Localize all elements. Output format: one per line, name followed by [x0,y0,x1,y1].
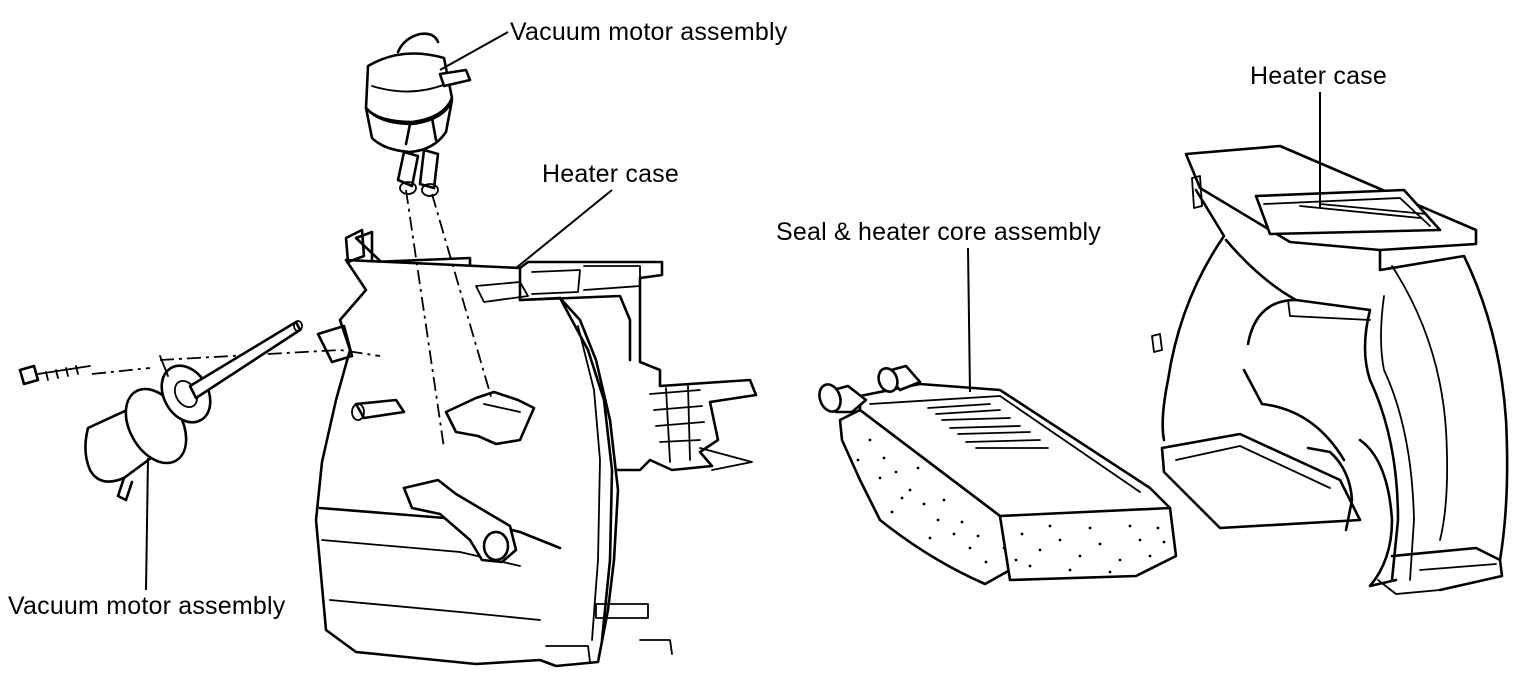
label-heater-case-left: Heater case [542,160,679,188]
leader-heater-case-left [515,189,613,269]
label-vacuum-motor-left: Vacuum motor assembly [8,592,286,620]
label-vacuum-motor-top: Vacuum motor assembly [510,18,788,46]
seal-heater-core-assembly [818,364,1178,586]
seal-stipple [856,438,1166,574]
leader-vacuum-motor-left [145,457,149,591]
label-seal-heater-core: Seal & heater core assembly [776,218,1101,246]
label-heater-case-right: Heater case [1250,62,1387,90]
vacuum-motor-left [18,320,303,502]
leader-lines [145,31,1321,591]
heater-case-right-assembly [1151,144,1509,595]
leader-seal-heater-core [967,247,971,393]
vacuum-motor-top [364,32,472,197]
alignment-lines [91,189,493,449]
leader-vacuum-motor-top [439,31,509,71]
heater-case-left-assembly [314,228,758,668]
